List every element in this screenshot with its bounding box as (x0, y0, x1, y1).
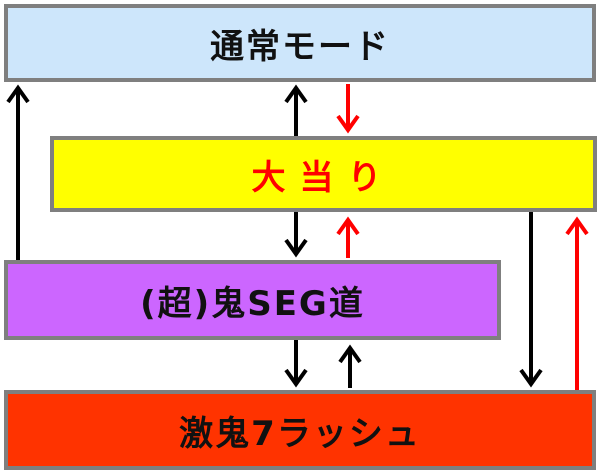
arrow-jackpot-to-normal (284, 84, 308, 136)
arrow-jackpot-to-seg (284, 212, 308, 258)
arrow-seg-to-normal (6, 84, 30, 260)
rush-box: 激鬼7ラッシュ (4, 390, 596, 470)
arrow-rush-to-seg (338, 344, 362, 388)
arrow-rush-to-jackpot (565, 216, 589, 390)
arrow-normal-to-jackpot (336, 84, 360, 134)
arrow-jackpot-to-rush (519, 212, 543, 388)
normal-mode-box: 通常モード (4, 4, 596, 82)
arrow-seg-to-jackpot (336, 216, 360, 258)
seg-box: (超)鬼SEG道 (4, 260, 501, 340)
normal-mode-label: 通常モード (210, 26, 390, 67)
jackpot-box: 大当り (50, 136, 597, 212)
arrow-seg-to-rush (284, 340, 308, 388)
seg-label: (超)鬼SEG道 (140, 283, 365, 324)
rush-label: 激鬼7ラッシュ (179, 413, 421, 454)
jackpot-label: 大当り (251, 157, 396, 198)
